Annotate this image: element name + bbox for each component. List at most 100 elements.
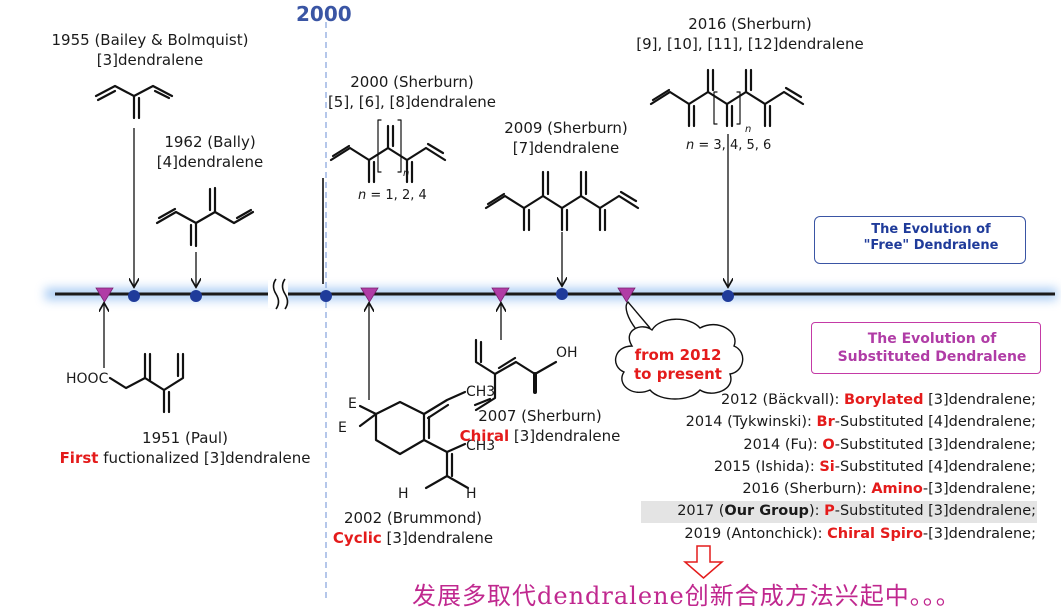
label-2009-name: [7]dendralene bbox=[512, 139, 620, 157]
substituent-e-top: E bbox=[348, 396, 357, 412]
our-group-highlight bbox=[641, 501, 1037, 523]
label-2009-year: 2009 (Sherburn) bbox=[504, 119, 628, 137]
structure-7-dendralene bbox=[484, 170, 640, 232]
list-item: 2014 (Fu): O-Substituted [3]dendralene; bbox=[560, 435, 1036, 455]
label-1955: 1955 (Bailey & Bolmquist) [3]dendralene bbox=[30, 30, 270, 70]
structure-2002 bbox=[358, 390, 470, 490]
top-arrows bbox=[134, 128, 728, 286]
label-1951-year: 1951 (Paul) bbox=[142, 429, 228, 447]
dot-2000 bbox=[320, 290, 332, 302]
list-item-pre: 2014 (Fu): bbox=[743, 436, 823, 453]
list-item-post: -Substituted [4]dendralene; bbox=[834, 414, 1036, 431]
list-item: 2014 (Tykwinski): Br-Substituted [4]dend… bbox=[560, 412, 1036, 432]
tri-2007 bbox=[491, 287, 510, 303]
substituted-list: 2012 (Bäckvall): Borylated [3]dendralene… bbox=[560, 390, 1036, 546]
label-2009: 2009 (Sherburn) [7]dendralene bbox=[486, 118, 646, 158]
year-2000-label: 2000 bbox=[296, 2, 352, 26]
cloud-line-1: from 2012 bbox=[634, 346, 722, 364]
label-2016-n-values: n = 3, 4, 5, 6 bbox=[686, 138, 771, 154]
n-italic-2016: n bbox=[686, 138, 695, 153]
cloud-callout-text: from 2012 to present bbox=[614, 346, 742, 384]
label-1962-name: [4]dendralene bbox=[156, 153, 264, 171]
list-item: 2019 (Antonchick): Chiral Spiro-[3]dendr… bbox=[560, 524, 1036, 544]
label-1955-name: [3]dendralene bbox=[96, 51, 204, 69]
desc-2002-rest: [3]dendralene bbox=[381, 529, 494, 547]
ch3-upper-label: CH3 bbox=[466, 384, 496, 400]
legend-free-dendralene bbox=[814, 216, 1026, 264]
dot-1962 bbox=[190, 290, 202, 302]
substituent-e-bottom: E bbox=[338, 420, 347, 436]
legend-free-line2: "Free" Dendralene bbox=[863, 238, 999, 253]
cloud-callout-shape bbox=[614, 300, 744, 400]
list-item-pre: 2017 ( bbox=[677, 503, 725, 520]
list-item: 2012 (Bäckvall): Borylated [3]dendralene… bbox=[560, 390, 1036, 410]
list-item-our-group: 2017 (Our Group): P-Substituted [3]dendr… bbox=[560, 501, 1036, 521]
label-2016-name: [9], [10], [11], [12]dendralene bbox=[636, 35, 864, 53]
highlight-chiral: Chiral bbox=[459, 427, 510, 445]
tri-1951 bbox=[95, 287, 114, 303]
n-values-2016: = 3, 4, 5, 6 bbox=[694, 138, 772, 153]
dot-1955 bbox=[128, 290, 140, 302]
tri-2002 bbox=[360, 287, 379, 303]
label-2000-n-sub: n bbox=[403, 168, 410, 179]
n-values-2000: = 1, 2, 4 bbox=[366, 188, 427, 203]
legend-sub-text: The Evolution of Substituted Dendralene bbox=[832, 330, 1032, 366]
label-2000-name: [5], [6], [8]dendralene bbox=[327, 93, 497, 111]
label-2007-year: 2007 (Sherburn) bbox=[478, 407, 602, 425]
list-item: 2015 (Ishida): Si-Substituted [4]dendral… bbox=[560, 457, 1036, 477]
highlight-first: First bbox=[59, 449, 99, 467]
list-item-pre: 2019 (Antonchick): bbox=[684, 525, 828, 542]
list-item: 2016 (Sherburn): Amino-[3]dendralene; bbox=[560, 479, 1036, 499]
desc-2007-rest: [3]dendralene bbox=[509, 427, 621, 445]
list-item-post: -Substituted [3]dendralene; bbox=[834, 436, 1036, 453]
our-group-text: Our Group bbox=[724, 503, 809, 520]
legend-sub-line2: Substituted Dendralene bbox=[837, 349, 1027, 365]
desc-1951-rest: fuctionalized [3]dendralene bbox=[98, 449, 311, 467]
list-item-highlight: P bbox=[824, 503, 835, 520]
timeline-axis bbox=[45, 288, 1057, 300]
structure-1951 bbox=[108, 352, 185, 414]
highlight-cyclic: Cyclic bbox=[332, 529, 382, 547]
label-2016: 2016 (Sherburn) [9], [10], [11], [12]den… bbox=[620, 14, 880, 54]
structure-2007 bbox=[473, 338, 558, 412]
list-item-post: [3]dendralene; bbox=[923, 392, 1036, 408]
list-item-post: -[3]dendralene; bbox=[922, 525, 1036, 542]
label-2002: 2002 (Brummond) Cyclic [3]dendralene bbox=[318, 508, 508, 548]
list-item-highlight: Br bbox=[816, 414, 835, 431]
label-2000: 2000 (Sherburn) [5], [6], [8]dendralene bbox=[312, 72, 512, 112]
legend-substituted-dendralene bbox=[811, 322, 1041, 374]
label-2007-desc: Chiral [3]dendralene bbox=[450, 426, 630, 446]
list-item-pre: 2015 (Ishida): bbox=[713, 458, 820, 475]
hydrogen-left-label: H bbox=[398, 486, 409, 502]
list-item-pre2: ): bbox=[808, 503, 825, 520]
label-2000-year: 2000 (Sherburn) bbox=[350, 73, 474, 91]
label-1951: 1951 (Paul) First fuctionalized [3]dendr… bbox=[40, 428, 330, 468]
legend-free-text: The Evolution of "Free" Dendralene bbox=[845, 222, 1017, 254]
list-item-highlight: Chiral Spiro bbox=[827, 525, 923, 542]
n-italic-2000: n bbox=[358, 188, 367, 203]
dot-2009 bbox=[556, 288, 568, 300]
ch3-lower-label: CH3 bbox=[466, 438, 496, 454]
list-item-pre: 2012 (Bäckvall): bbox=[720, 392, 844, 408]
structure-4-dendralene bbox=[155, 186, 255, 248]
list-item-post: -[3]dendralene; bbox=[922, 481, 1036, 498]
hooc-group-label: HOOC bbox=[66, 371, 109, 387]
legend-sub-line1: The Evolution of bbox=[867, 331, 997, 347]
structure-5-6-8-dendralene bbox=[329, 119, 447, 184]
structure-9-12-dendralene bbox=[649, 68, 805, 128]
label-2000-n-values: n = 1, 2, 4 bbox=[358, 188, 427, 204]
structure-3-dendralene bbox=[94, 84, 174, 120]
axis-break-mark bbox=[268, 278, 289, 310]
hydroxyl-label: OH bbox=[556, 345, 578, 361]
label-2016-n-sub: n bbox=[745, 124, 752, 135]
down-arrow-icon bbox=[682, 545, 725, 579]
label-2007: 2007 (Sherburn) Chiral [3]dendralene bbox=[450, 406, 630, 446]
legend-free-line1: The Evolution of bbox=[871, 222, 991, 237]
label-1962: 1962 (Bally) [4]dendralene bbox=[130, 132, 290, 172]
label-1955-year: 1955 (Bailey & Bolmquist) bbox=[51, 31, 249, 49]
cloud-line-2: to present bbox=[634, 365, 722, 383]
footer-caption: 发展多取代dendralene创新合成方法兴起中。。。 bbox=[412, 582, 961, 610]
bottom-arrows bbox=[104, 304, 501, 400]
